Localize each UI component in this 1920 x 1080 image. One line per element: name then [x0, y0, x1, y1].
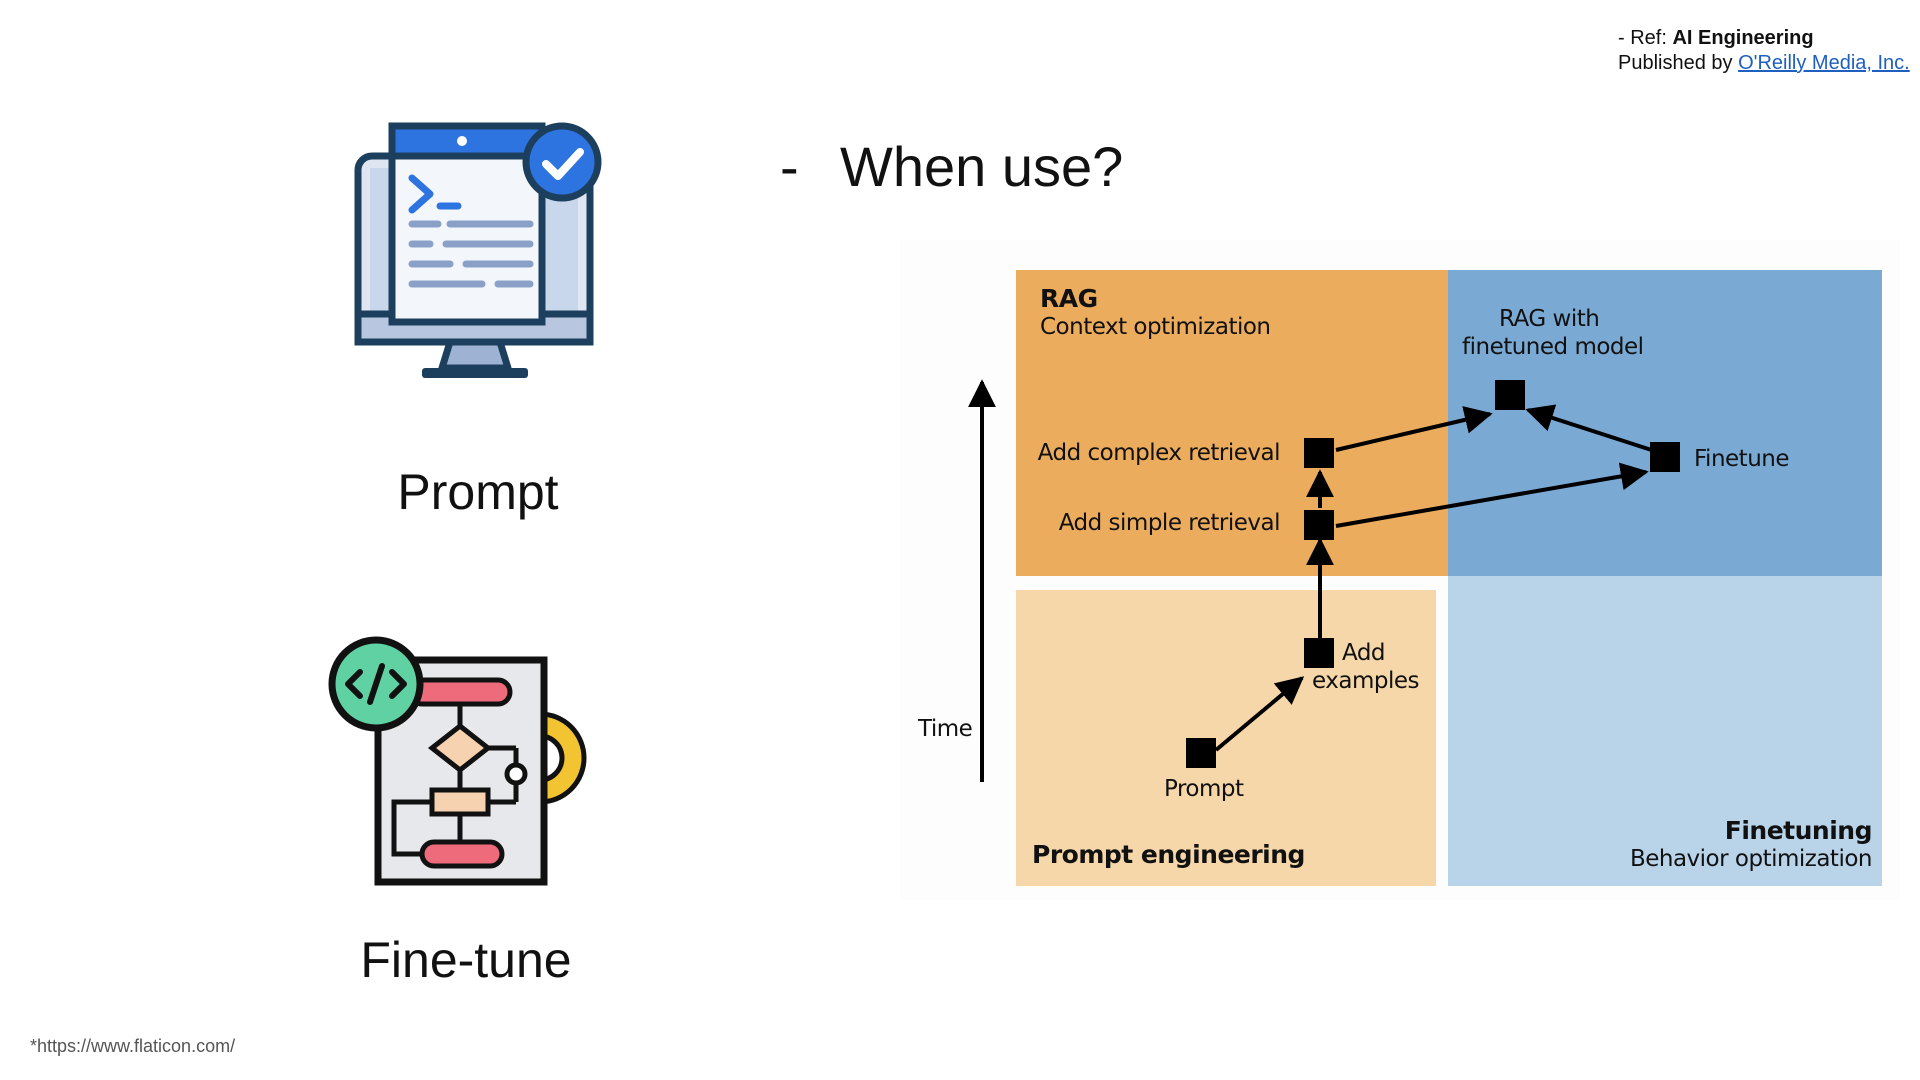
- reference-book-title: AI Engineering: [1672, 27, 1814, 49]
- rag-finetuned-title-line1: RAG with: [1499, 306, 1600, 332]
- prompt-engineering-quadrant: [1016, 590, 1436, 886]
- computer-terminal-icon: [354, 122, 602, 378]
- finetuning-title: Finetuning: [1724, 816, 1873, 845]
- heading-bullet: -: [780, 135, 799, 198]
- node-complex-retrieval: [1304, 438, 1334, 468]
- slide-heading: -When use?: [780, 132, 1123, 202]
- node-add-examples: [1304, 638, 1334, 668]
- heading-text: When use?: [840, 135, 1124, 198]
- node-prompt-label: Prompt: [1164, 776, 1244, 802]
- approach-diagram: RAG Context optimization RAG with finetu…: [900, 240, 1900, 900]
- arrow-simple-to-finetune: [1335, 462, 1649, 528]
- node-add-examples-label-2: examples: [1312, 668, 1419, 694]
- node-complex-retrieval-label: Add complex retrieval: [1037, 440, 1281, 466]
- publisher-line: Published by O'Reilly Media, Inc.: [1618, 51, 1910, 76]
- image-credit: *https://www.flaticon.com/: [30, 1036, 236, 1056]
- code-flowchart-gear-icon: [328, 636, 587, 886]
- node-simple-retrieval-label: Add simple retrieval: [1058, 510, 1281, 536]
- node-rag-finetuned: [1495, 380, 1525, 410]
- node-add-examples-label-1: Add: [1342, 640, 1386, 666]
- diagram-arrows: [968, 379, 1671, 782]
- rag-subtitle: Context optimization: [1040, 314, 1271, 340]
- rag-finetuned-title-line2: finetuned model: [1462, 334, 1644, 360]
- publisher-link[interactable]: O'Reilly Media, Inc.: [1738, 52, 1910, 74]
- prompt-engineering-title: Prompt engineering: [1032, 840, 1305, 869]
- rag-title: RAG: [1040, 284, 1098, 313]
- node-simple-retrieval: [1304, 510, 1334, 540]
- reference-line: - Ref: AI Engineering: [1618, 26, 1910, 51]
- rag-quadrant: [1016, 270, 1448, 576]
- prompt-caption: Prompt: [397, 464, 559, 520]
- arrow-complex-to-ragft: [1335, 406, 1493, 452]
- finetuning-quadrant: [1448, 576, 1882, 886]
- time-axis-label: Time: [918, 716, 973, 742]
- node-finetune: [1650, 442, 1680, 472]
- rag-finetuned-quadrant: [1448, 270, 1882, 576]
- published-by-label: Published by: [1618, 52, 1739, 74]
- arrow-prompt-to-examples: [1214, 676, 1305, 752]
- reference-block: - Ref: AI Engineering Published by O'Rei…: [1618, 26, 1910, 76]
- arrow-finetune-to-ragft: [1525, 404, 1671, 458]
- finetune-caption: Fine-tune: [360, 932, 572, 988]
- finetuning-subtitle: Behavior optimization: [1629, 846, 1873, 872]
- node-prompt: [1186, 738, 1216, 768]
- node-finetune-label: Finetune: [1694, 446, 1790, 472]
- reference-prefix: - Ref:: [1618, 27, 1673, 49]
